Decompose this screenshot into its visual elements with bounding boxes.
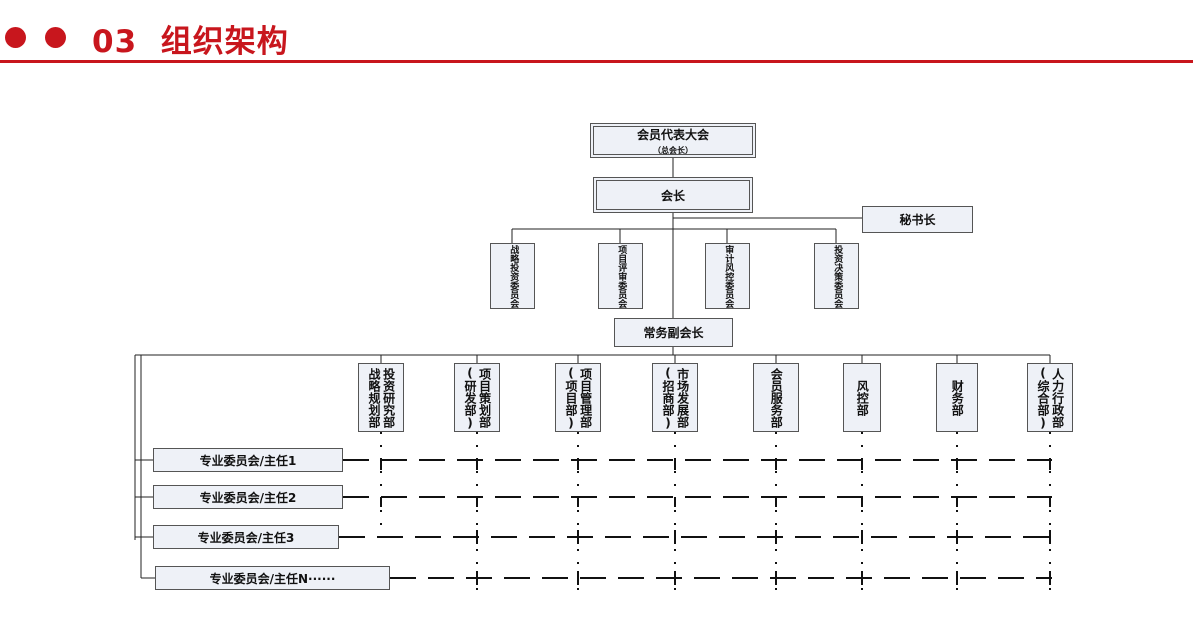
bullet-dot-icon bbox=[45, 27, 66, 48]
bullet-dot-icon bbox=[5, 27, 26, 48]
department-box: (项目部) 项目管理部 bbox=[555, 363, 601, 432]
committee-label: 投资决策委员会 bbox=[832, 244, 843, 308]
department-label: 人力行政部 bbox=[1050, 367, 1065, 428]
general-assembly-box: 会员代表大会 （总会长） bbox=[590, 123, 756, 158]
committee-box: 审计风控委员会 bbox=[705, 243, 750, 309]
department-label: (研发部) bbox=[463, 365, 477, 430]
secretary-general-label: 秘书长 bbox=[899, 213, 936, 227]
president-box: 会长 bbox=[593, 177, 753, 213]
executive-vice-president-label: 常务副会长 bbox=[643, 326, 704, 340]
department-box: 财务部 bbox=[936, 363, 978, 432]
department-label: 风控部 bbox=[855, 379, 870, 416]
committee-box: 项目评审委员会 bbox=[598, 243, 643, 309]
committee-label: 审计风控委员会 bbox=[723, 244, 734, 308]
special-committee-label: 专业委员会/主任2 bbox=[199, 490, 297, 505]
committee-box: 投资决策委员会 bbox=[814, 243, 859, 309]
section-number: 03 bbox=[92, 24, 138, 60]
special-committee-label: 专业委员会/主任3 bbox=[197, 530, 295, 545]
department-box: (综合部) 人力行政部 bbox=[1027, 363, 1073, 432]
committee-box: 战略投资委员会 bbox=[490, 243, 535, 309]
committee-label: 战略投资委员会 bbox=[508, 244, 519, 308]
department-label: (项目部) bbox=[564, 365, 578, 430]
department-label: 投资研究部 bbox=[381, 367, 396, 428]
department-box: (招商部) 市场发展部 bbox=[652, 363, 698, 432]
special-committee-box: 专业委员会/主任N······ bbox=[155, 566, 390, 590]
secretary-general-box: 秘书长 bbox=[862, 206, 973, 233]
department-label: 财务部 bbox=[950, 379, 965, 416]
department-label: 项目策划部 bbox=[477, 367, 492, 428]
committee-label: 项目评审委员会 bbox=[616, 244, 627, 308]
header-divider bbox=[0, 60, 1193, 63]
special-committee-box: 专业委员会/主任1 bbox=[153, 448, 343, 472]
president-label: 会长 bbox=[660, 188, 685, 203]
department-label: (招商部) bbox=[661, 365, 675, 430]
department-label: 战略规划部 bbox=[367, 367, 381, 428]
special-committee-box: 专业委员会/主任2 bbox=[153, 485, 343, 509]
header: 03 组织架构 bbox=[0, 0, 1193, 63]
executive-vice-president-box: 常务副会长 bbox=[614, 318, 733, 347]
department-box: (研发部) 项目策划部 bbox=[454, 363, 500, 432]
section-title: 组织架构 bbox=[160, 24, 289, 60]
department-box: 战略规划部 投资研究部 bbox=[358, 363, 404, 432]
department-label: 会员服务部 bbox=[769, 367, 784, 428]
page-title: 03 组织架构 bbox=[92, 16, 289, 61]
special-committee-box: 专业委员会/主任3 bbox=[153, 525, 339, 549]
general-assembly-label: 会员代表大会 bbox=[636, 127, 709, 142]
department-label: 市场发展部 bbox=[675, 367, 690, 428]
special-committee-label: 专业委员会/主任N······ bbox=[209, 571, 336, 586]
department-label: (综合部) bbox=[1036, 365, 1050, 430]
special-committee-label: 专业委员会/主任1 bbox=[199, 453, 297, 468]
department-label: 项目管理部 bbox=[578, 367, 593, 428]
department-box: 风控部 bbox=[843, 363, 881, 432]
general-assembly-sublabel: （总会长） bbox=[653, 145, 693, 155]
department-box: 会员服务部 bbox=[753, 363, 799, 432]
